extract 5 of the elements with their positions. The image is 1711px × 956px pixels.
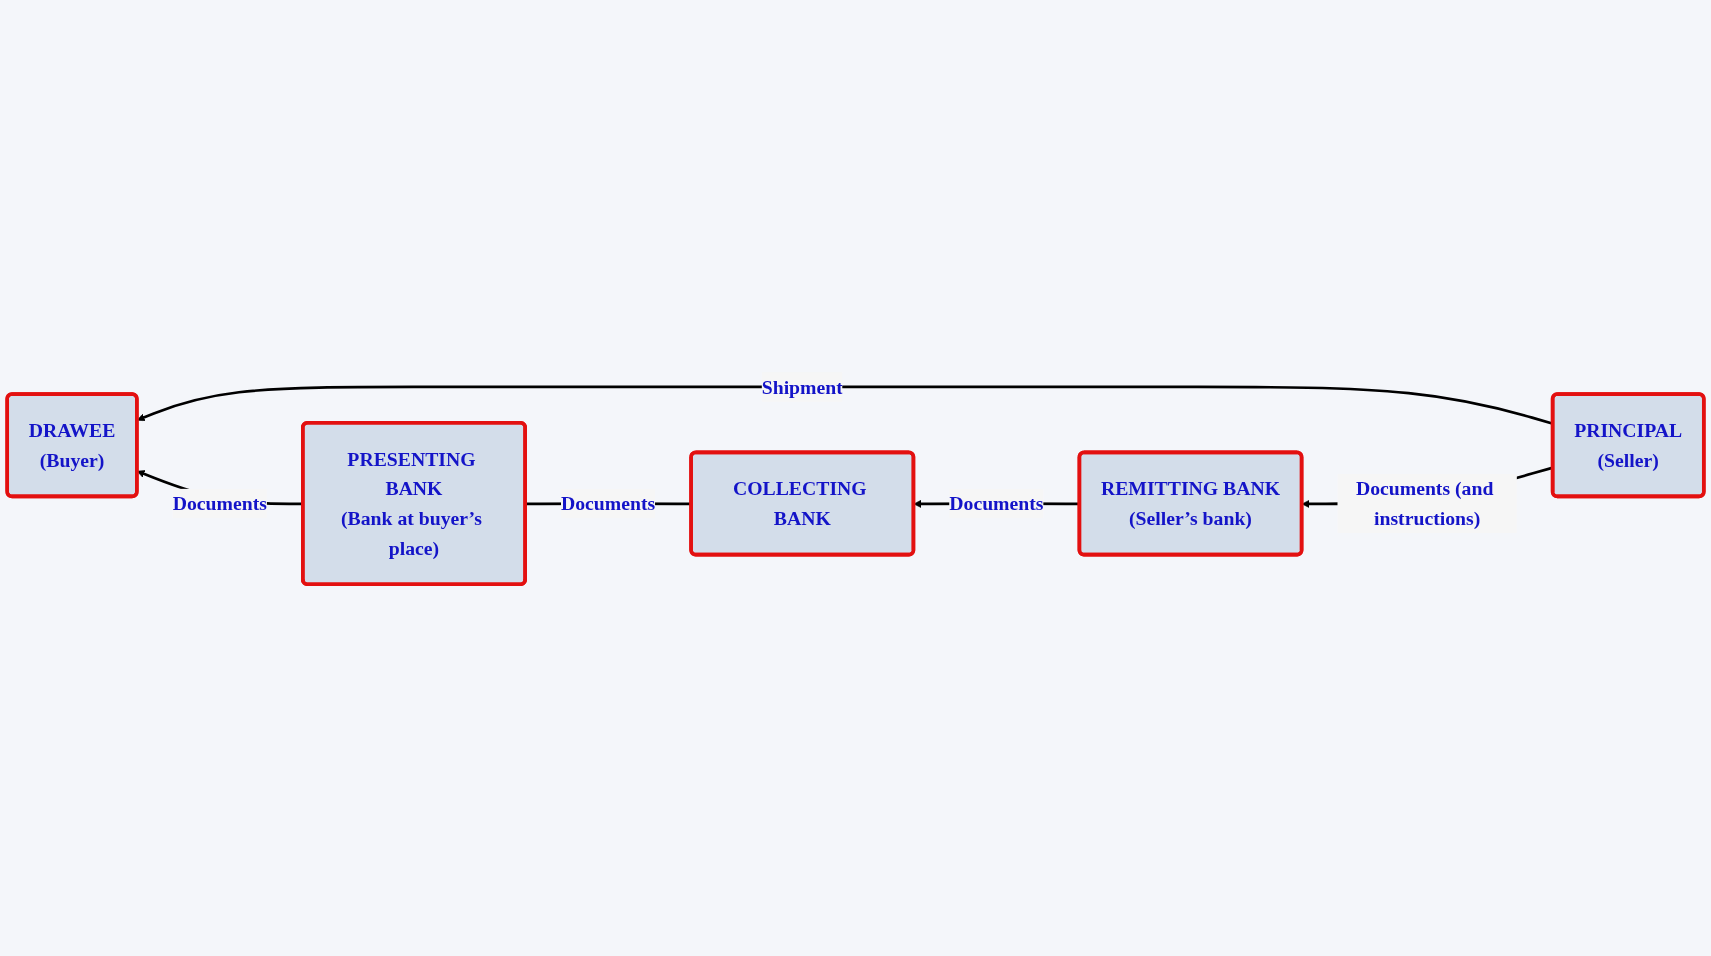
edge-label: Documents (561, 492, 656, 515)
edge-label: Documents (and instructions) (1355, 477, 1494, 530)
edge-label: Shipment (761, 375, 843, 398)
edge-label: Documents (172, 492, 267, 515)
edge-label: Documents (949, 492, 1044, 515)
